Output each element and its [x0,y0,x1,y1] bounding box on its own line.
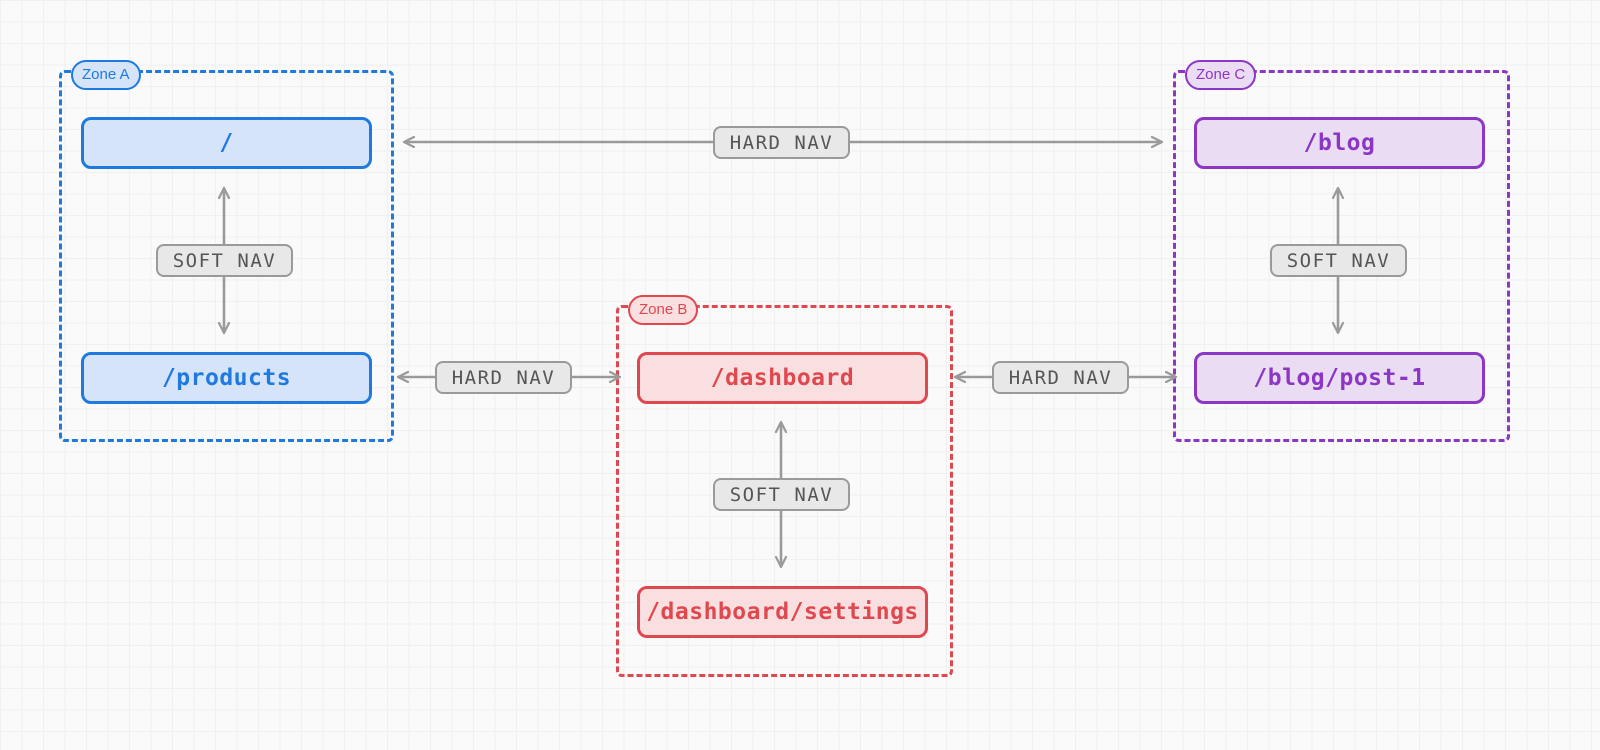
node-products[interactable]: /products [81,352,372,404]
edge-label-products-dashboard[interactable]: HARD NAV [435,361,572,394]
zone-c-container[interactable] [1173,70,1510,442]
edge-label-root-blog[interactable]: HARD NAV [713,126,850,159]
edge-label-root-products[interactable]: SOFT NAV [156,244,293,277]
zone-b-label[interactable]: Zone B [628,295,699,325]
zone-a-label[interactable]: Zone A [71,60,141,90]
node-dashboard-settings[interactable]: /dashboard/settings [637,586,928,638]
node-dashboard[interactable]: /dashboard [637,352,928,404]
node-blog-post-1[interactable]: /blog/post-1 [1194,352,1485,404]
zone-a-container[interactable] [59,70,394,442]
zone-b-container[interactable] [616,305,953,677]
edge-label-dashboard-settings[interactable]: SOFT NAV [713,478,850,511]
edge-label-dashboard-blogpost[interactable]: HARD NAV [992,361,1129,394]
node-root[interactable]: / [81,117,372,169]
node-blog[interactable]: /blog [1194,117,1485,169]
zone-c-label[interactable]: Zone C [1185,60,1257,90]
edge-label-blog-blogpost[interactable]: SOFT NAV [1270,244,1407,277]
